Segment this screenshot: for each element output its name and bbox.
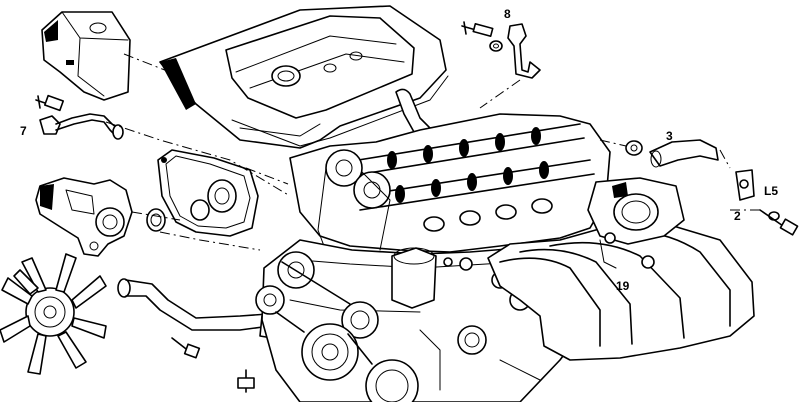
part-3-hose: [625, 139, 719, 168]
callout-3: 3: [666, 129, 673, 143]
callout-2: 2: [734, 209, 741, 223]
timing-cover-gasket: [146, 149, 259, 237]
engine-cover: [41, 11, 131, 101]
callout-8: 8: [504, 7, 511, 21]
callout-L5: L5: [764, 184, 778, 198]
leader-lines: [105, 53, 760, 251]
callout-19: 19: [616, 279, 630, 293]
thermostat-housing: [35, 177, 133, 257]
callout-7: 7: [20, 124, 27, 138]
bolt-bottom-2: [237, 369, 255, 393]
intake-manifold: [487, 177, 755, 361]
part-L5-bracket: [735, 169, 799, 236]
part-8-fitting: [461, 21, 541, 79]
part-7-sensor: [35, 94, 124, 140]
valve-cover: [159, 5, 449, 149]
bolt-bottom-1: [171, 337, 201, 359]
cooling-fan: [0, 253, 107, 375]
